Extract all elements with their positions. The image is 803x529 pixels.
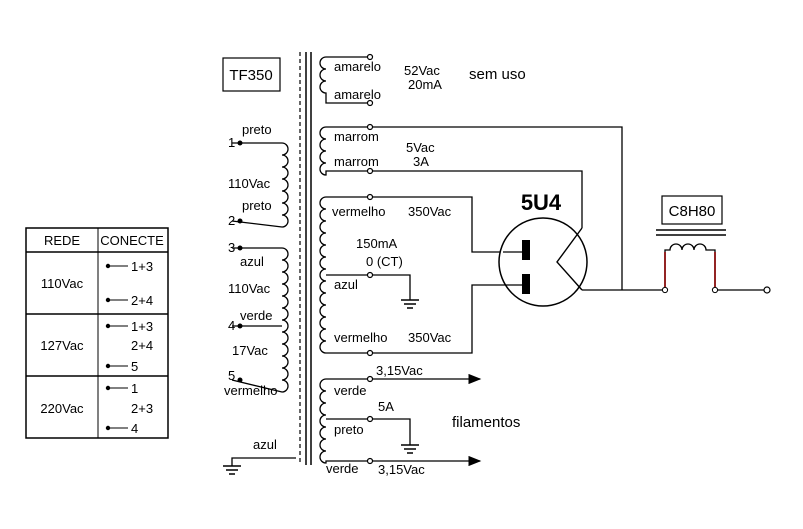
table-row-rede: 220Vac — [40, 401, 84, 416]
pin-color: vermelho — [224, 383, 277, 398]
table-row-conn: 4 — [131, 421, 138, 436]
filament-wiring — [373, 373, 482, 467]
table-row-conn: 2+4 — [131, 293, 153, 308]
wire-color: azul — [334, 277, 358, 292]
voltage-label: 3,15Vac — [378, 462, 425, 477]
pin-number: 3 — [228, 240, 235, 255]
table-row-conn: 2+3 — [131, 401, 153, 416]
primary-winding — [231, 142, 296, 466]
voltage-label: 5Vac — [406, 140, 435, 155]
secondary-windings — [319, 56, 368, 464]
wire-color: vermelho — [334, 330, 387, 345]
voltage-label: 17Vac — [232, 343, 268, 358]
wire-color: marrom — [334, 129, 379, 144]
pin-color: azul — [240, 254, 264, 269]
wire-color: vermelho — [332, 204, 385, 219]
pin-color: verde — [240, 308, 273, 323]
ht-wiring — [373, 126, 765, 354]
pin-number: 5 — [228, 368, 235, 383]
voltage-label: 350Vac — [408, 204, 452, 219]
pin-color: preto — [242, 198, 272, 213]
unused-note: sem uso — [469, 66, 526, 83]
choke-inductor: C8H80 — [656, 195, 771, 294]
center-tap-label: 0 (CT) — [366, 254, 403, 269]
current-label: 3A — [413, 154, 429, 169]
table-row-conn: 2+4 — [131, 338, 153, 353]
table-row-conn: 5 — [131, 359, 138, 374]
output-terminal — [763, 286, 771, 294]
tube-model: 5U4 — [521, 190, 562, 215]
pin-color: preto — [242, 122, 272, 137]
voltage-label: 350Vac — [408, 330, 452, 345]
pin-number: 1 — [228, 135, 235, 150]
voltage-label: 3,15Vac — [376, 363, 423, 378]
table-header-rede: REDE — [44, 233, 80, 248]
pin-number: 2 — [228, 213, 235, 228]
current-label: 20mA — [408, 77, 442, 92]
secondary-terminals — [366, 53, 374, 465]
rectifier-tube: 5U4 — [498, 190, 588, 307]
wire-color: verde — [334, 383, 367, 398]
wire-color: preto — [334, 422, 364, 437]
current-label: 150mA — [356, 236, 398, 251]
pin-number: 4 — [228, 318, 235, 333]
wire-color: amarelo — [334, 59, 381, 74]
table-row-conn: 1+3 — [131, 319, 153, 334]
primary-terminals — [237, 140, 243, 383]
connection-table: REDE CONECTE 110Vac 1+3 2+4 127Vac 1+3 2… — [25, 227, 169, 439]
table-header-conecte: CONECTE — [100, 233, 164, 248]
table-row-rede: 127Vac — [40, 338, 84, 353]
voltage-label: 110Vac — [228, 281, 271, 296]
wire-color: amarelo — [334, 87, 381, 102]
wire-color: marrom — [334, 154, 379, 169]
svg-text:TF350: TF350 — [229, 67, 272, 84]
wire-color: verde — [326, 461, 359, 476]
voltage-label: 110Vac — [228, 176, 271, 191]
current-label: 5A — [378, 399, 394, 414]
transformer-label: TF350 — [222, 57, 281, 92]
table-row-rede: 110Vac — [41, 276, 84, 291]
table-row-conn: 1+3 — [131, 259, 153, 274]
ground-wire-color: azul — [253, 437, 277, 452]
filament-note: filamentos — [452, 414, 520, 431]
ct-ground-icon — [401, 299, 419, 309]
transformer-core — [299, 52, 312, 465]
filament-ground-icon — [401, 444, 419, 454]
primary-ground-icon — [223, 465, 241, 475]
primary-labels: 1 preto 110Vac 2 preto 3 azul 110Vac 4 v… — [224, 122, 277, 452]
secondary-labels: amarelo amarelo 52Vac 20mA sem uso marro… — [326, 59, 526, 477]
choke-model: C8H80 — [669, 203, 716, 220]
voltage-label: 52Vac — [404, 63, 440, 78]
table-row-conn: 1 — [131, 381, 138, 396]
